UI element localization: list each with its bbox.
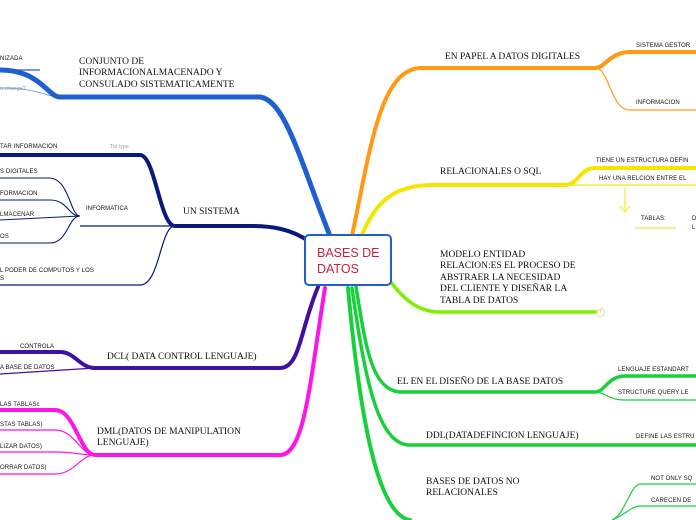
topic-modelo-line4: DEL CLIENTE Y DISEÑAR LA <box>440 284 568 295</box>
subtopic-define-estru[interactable]: DEFINE LAS ESTRU <box>636 434 695 440</box>
branch-conjunto <box>0 67 333 239</box>
subtopic-carecen[interactable]: CARECEN DE <box>651 498 692 504</box>
subtopic-almacenar[interactable]: LMACENAR <box>0 212 35 218</box>
subtopic-poder-computos[interactable]: L PODER DE COMPUTOS Y LOS S <box>0 267 94 283</box>
branch-dcl <box>0 285 320 370</box>
topic-nosql[interactable]: BASES DE DATOS NO RELACIONALES <box>426 477 520 500</box>
subtopic-poder-line2: S <box>0 276 5 283</box>
topic-dml-line2: LENGUAJE) <box>97 438 149 449</box>
branch-diseno <box>354 285 696 394</box>
branch-nosql <box>346 286 412 520</box>
topic-dml[interactable]: DML(DATOS DE MANIPULATION LENGUAJE) <box>97 427 241 450</box>
subtopic-estas-tablas[interactable]: STAS TABLAS) <box>0 422 43 428</box>
central-topic-line2: DATOS <box>317 262 359 277</box>
subtopic-informatica[interactable]: INFORMATICA <box>86 206 128 212</box>
topic-conjunto-line1: CONJUNTO DE <box>79 57 145 67</box>
hint-tol-type: Tol type <box>110 144 129 150</box>
subtopic-borrar-datos[interactable]: ORRAR DATOS) <box>0 465 47 471</box>
branch-dml <box>0 286 327 457</box>
topic-nosql-line1: BASES DE DATOS NO <box>426 477 520 487</box>
subtopic-lenguaje-estandart[interactable]: LENGUAJE ESTANDART <box>618 367 689 373</box>
topic-dcl[interactable]: DCL( DATA CONTROL LENGUAJE) <box>107 352 257 362</box>
subtopic-os[interactable]: OS <box>0 234 9 240</box>
topic-modelo-line5: TABLA DE DATOS <box>440 295 519 306</box>
topic-nosql-line2: RELACIONALES <box>426 488 498 499</box>
subtopic-tablas-d: D <box>692 216 696 222</box>
topic-conjunto-line3: CONSULADO SISTEMATICAMENTE <box>79 79 235 90</box>
subtopic-sistema-gestor[interactable]: SISTEMA GESTOR <box>636 43 691 49</box>
topic-diseno[interactable]: EL EN EL DISEÑO DE LA BASE DATOS <box>397 377 564 387</box>
hint-change: a change? <box>0 86 26 92</box>
subtopic-informacion[interactable]: INFORMACION <box>636 100 680 106</box>
subtopic-digitales[interactable]: S DIGITALES <box>0 169 38 175</box>
subtopic-structure-query[interactable]: STRUCTURE QUERY LE <box>618 390 689 396</box>
central-topic[interactable]: BASES DE DATOS <box>304 234 392 286</box>
branch-ddl <box>350 286 696 447</box>
subtopic-tar-informacion[interactable]: TAR INFORMACION <box>0 144 58 150</box>
subtopic-las-tablas[interactable]: LAS TABLASc <box>0 402 40 408</box>
subtopic-formacion[interactable]: FORMACION <box>0 191 38 197</box>
subtopic-estructura[interactable]: TIENE UN ESTRUCTURA DEFIN <box>596 158 689 164</box>
subtopic-relacion[interactable]: HAY UNA RELCION ENTRE EL <box>599 176 687 182</box>
branch-papel <box>350 50 696 238</box>
topic-ddl[interactable]: DDL(DATADEFINCION LENGUAJE) <box>426 431 579 441</box>
expand-plus-icon[interactable]: + <box>596 308 605 317</box>
subtopic-actualizar-datos[interactable]: LIZAR DATOS) <box>0 444 42 450</box>
topic-conjunto[interactable]: CONJUNTO DE INFORMACIONALMACENADO Y CONS… <box>79 57 234 91</box>
topic-sistema[interactable]: UN SISTEMA <box>183 207 240 217</box>
topic-modelo[interactable]: MODELO ENTIDAD RELACION:ES EL PROCESO DE… <box>440 250 576 307</box>
subtopic-poder-line1: L PODER DE COMPUTOS Y LOS <box>0 268 94 274</box>
subtopic-nizada[interactable]: NIZADA <box>0 56 23 62</box>
subtopic-tablas-l: L <box>692 225 696 231</box>
branch-relacionales <box>358 166 696 242</box>
topic-papel[interactable]: EN PAPEL A DATOS DIGITALES <box>445 52 581 62</box>
topic-relacionales[interactable]: RELACIONALES O SQL <box>440 167 542 177</box>
topic-modelo-line3: ABSTRAER LA NECESIDAD <box>440 272 561 283</box>
subtopic-tablas[interactable]: TABLAS: <box>641 216 666 222</box>
topic-modelo-line1: MODELO ENTIDAD <box>440 250 526 260</box>
branch-sistema <box>0 153 312 244</box>
topic-conjunto-line2: INFORMACIONALMACENADO Y <box>79 68 223 79</box>
central-topic-line1: BASES DE <box>317 246 380 260</box>
subtopic-not-only-sql[interactable]: NOT ONLY SQ <box>651 476 693 482</box>
topic-dml-line1: DML(DATOS DE MANIPULATION <box>97 427 241 437</box>
subtopic-base-datos[interactable]: A BASE DE DATOS <box>0 365 55 371</box>
topic-modelo-line2: RELACION:ES EL PROCESO DE <box>440 261 576 272</box>
subtopic-controla[interactable]: CONTROLA <box>20 344 55 350</box>
